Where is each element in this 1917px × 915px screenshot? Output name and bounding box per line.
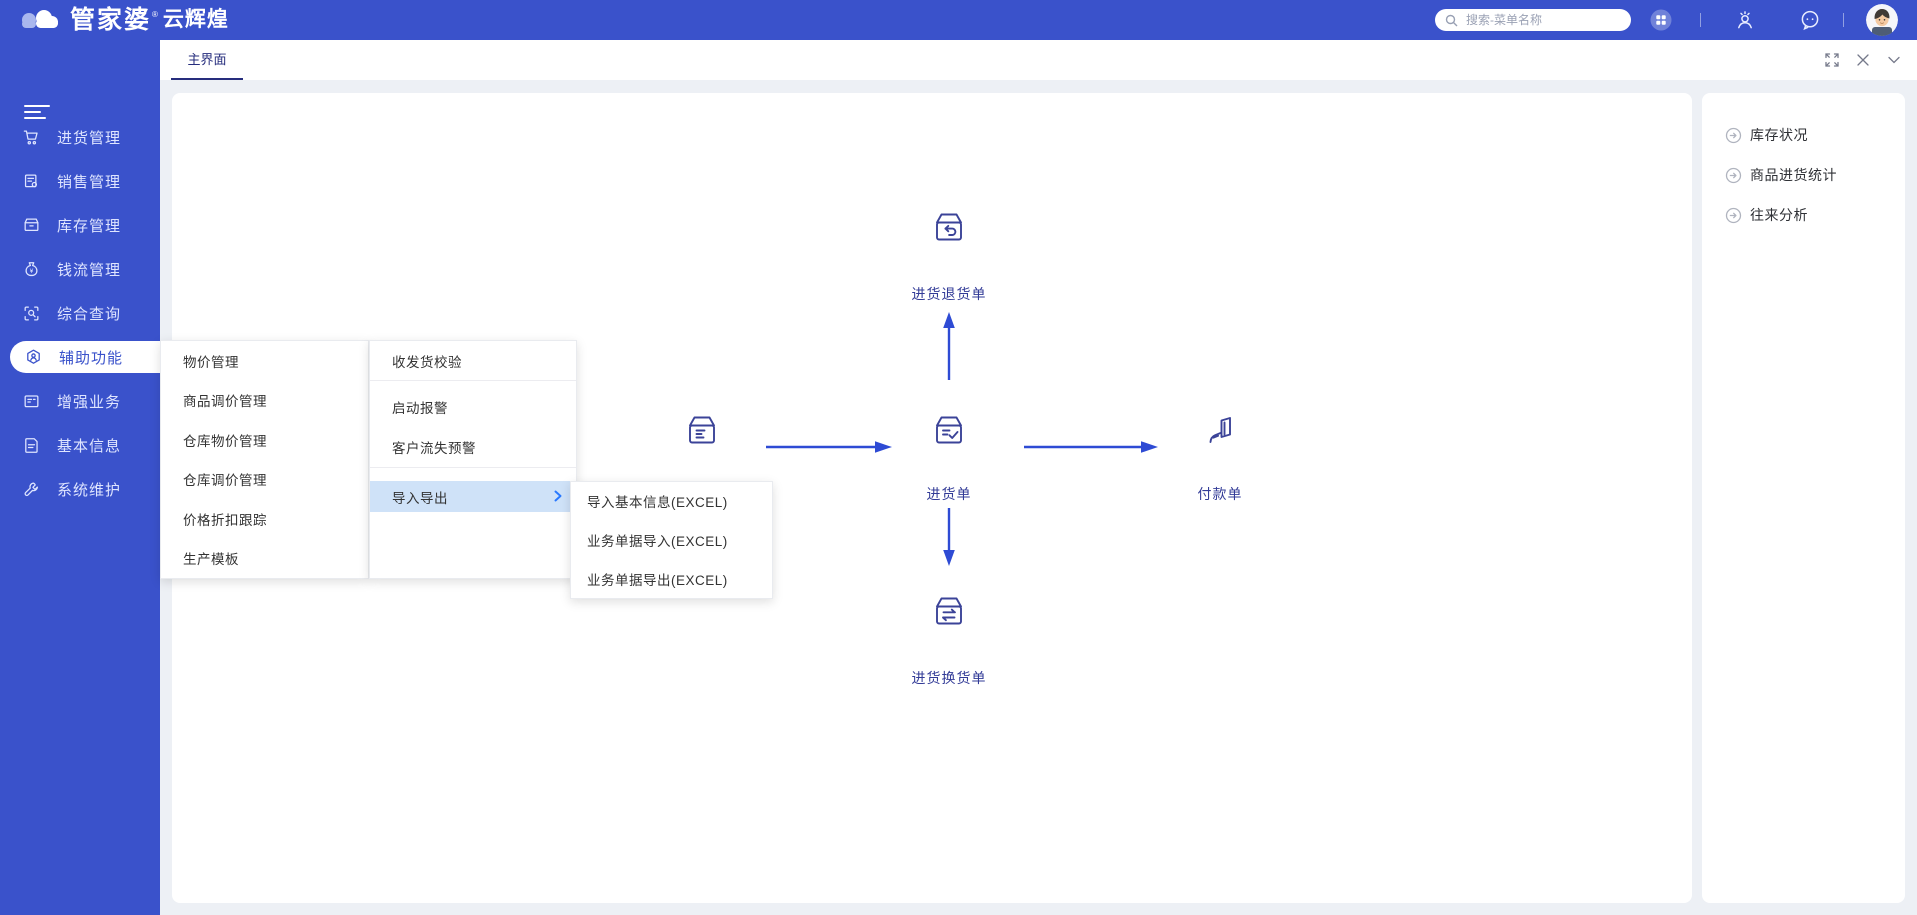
moneybag-icon: ¥ xyxy=(25,261,38,276)
sidebar-item-label: 综合查询 xyxy=(57,305,122,323)
search-scan-icon xyxy=(24,306,39,320)
sidebar-item-comprehensive-query[interactable]: 综合查询 xyxy=(0,291,160,335)
app-logo: 管家婆® 云辉煌 xyxy=(18,5,229,35)
report-link-label: 库存状况 xyxy=(1750,127,1808,143)
sidebar-item-label: 增强业务 xyxy=(57,393,122,411)
sidebar-item-enhanced-business[interactable]: 增强业务 xyxy=(0,379,160,423)
purchase-return-label[interactable]: 进货退货单 xyxy=(911,286,987,302)
sidebar-item-label: 基本信息 xyxy=(57,437,122,455)
sidebar-item-label: 进货管理 xyxy=(57,129,122,147)
tab-controls xyxy=(1825,40,1901,80)
purchase-order-label[interactable]: 进货单 xyxy=(926,486,972,502)
sidebar-item-sales-mgmt[interactable]: 销售管理 xyxy=(0,159,160,203)
menu-item-price-mgmt[interactable]: 物价管理 xyxy=(183,354,239,370)
menu-search-box[interactable] xyxy=(1435,9,1631,31)
report-link-contacts-analysis[interactable]: 往来分析 xyxy=(1702,195,1905,235)
cart-icon xyxy=(23,130,38,144)
quick-reports-panel: 库存状况 商品进货统计 往来分析 xyxy=(1702,93,1905,903)
report-link-label: 商品进货统计 xyxy=(1750,167,1837,183)
arrow-up xyxy=(943,312,955,380)
menu-item-label: 导入导出 xyxy=(392,490,448,506)
sidebar-item-label: 钱流管理 xyxy=(57,261,122,279)
arrow-down xyxy=(943,508,955,566)
menu-item-startup-alarm[interactable]: 启动报警 xyxy=(392,401,448,416)
sidebar-item-cashflow-mgmt[interactable]: ¥ 钱流管理 xyxy=(0,247,160,291)
apps-grid-icon[interactable] xyxy=(1650,9,1672,31)
report-link-goods-purchase-stats[interactable]: 商品进货统计 xyxy=(1702,155,1905,195)
svg-text:¥: ¥ xyxy=(30,267,34,274)
circle-arrow-icon xyxy=(1725,167,1742,183)
purchase-exchange-label[interactable]: 进货换货单 xyxy=(911,670,987,686)
payment-order-label[interactable]: 付款单 xyxy=(1197,486,1243,502)
submenu-level1: 物价管理 商品调价管理 仓库物价管理 仓库调价管理 价格折扣跟踪 生产模板 xyxy=(160,340,369,579)
menu-item-warehouse-price-mgmt[interactable]: 仓库物价管理 xyxy=(183,433,267,449)
menu-item-import-business-docs-excel[interactable]: 业务单据导入(EXCEL) xyxy=(587,534,728,549)
top-header-bar: 管家婆® 云辉煌 xyxy=(0,0,1917,40)
cloud-logo-icon xyxy=(22,10,58,28)
header-divider xyxy=(1843,13,1844,27)
chevron-down-icon[interactable] xyxy=(1887,53,1901,67)
order-node-icon[interactable] xyxy=(682,411,722,451)
expand-icon[interactable] xyxy=(1825,53,1839,67)
circle-arrow-icon xyxy=(1725,207,1742,223)
sidebar-nav: 进货管理 销售管理 库存管理 ¥ 钱流管理 综 xyxy=(0,115,160,511)
collapse-menu-icon[interactable] xyxy=(24,104,50,120)
sidebar-item-label: 销售管理 xyxy=(57,173,122,191)
brand-suffix: 云辉煌 xyxy=(162,8,229,31)
sidebar-item-inventory-mgmt[interactable]: 库存管理 xyxy=(0,203,160,247)
message-icon[interactable] xyxy=(1799,9,1821,31)
tab-main-interface[interactable]: 主界面 xyxy=(171,40,243,80)
menu-item-import-basic-info-excel[interactable]: 导入基本信息(EXCEL) xyxy=(587,495,728,511)
sidebar-item-label: 辅助功能 xyxy=(59,349,124,367)
registered-mark: ® xyxy=(152,9,158,19)
circle-arrow-icon xyxy=(1725,127,1742,143)
menu-item-receiving-check[interactable]: 收发货校验 xyxy=(370,341,576,381)
menu-item-goods-price-adjust[interactable]: 商品调价管理 xyxy=(183,394,267,410)
box-icon xyxy=(24,218,39,231)
submenu-level3: 导入基本信息(EXCEL) 业务单据导入(EXCEL) 业务单据导出(EXCEL… xyxy=(570,481,773,599)
menu-item-export-business-docs-excel[interactable]: 业务单据导出(EXCEL) xyxy=(587,572,728,588)
menu-item-price-discount-tracking[interactable]: 价格折扣跟踪 xyxy=(183,512,267,528)
menu-item-warehouse-price-adjust[interactable]: 仓库调价管理 xyxy=(183,473,267,489)
customer-service-icon[interactable] xyxy=(1734,9,1756,31)
sidebar-item-label: 系统维护 xyxy=(57,481,122,499)
payment-node-icon[interactable] xyxy=(1200,411,1240,451)
purchase-exchange-node-icon[interactable] xyxy=(929,592,969,632)
sidebar-item-auxiliary-functions[interactable]: 辅助功能 xyxy=(10,341,160,373)
sidebar-item-purchase-mgmt[interactable]: 进货管理 xyxy=(0,115,160,159)
menu-item-customer-churn-warning[interactable]: 客户流失预警 xyxy=(392,441,476,456)
header-divider xyxy=(1700,13,1701,27)
search-input[interactable] xyxy=(1464,12,1618,28)
menu-item-production-template[interactable]: 生产模板 xyxy=(183,552,239,568)
menu-item-import-export[interactable]: 导入导出 xyxy=(370,481,576,512)
sidebar-item-system-maintenance[interactable]: 系统维护 xyxy=(0,467,160,511)
wrench-icon xyxy=(24,482,38,496)
arrow-right xyxy=(1024,441,1158,453)
tab-bar: 主界面 xyxy=(160,40,1917,80)
receipt-icon xyxy=(24,174,38,187)
arrow-right xyxy=(766,441,892,453)
chevron-right-icon xyxy=(554,490,562,502)
search-icon xyxy=(1445,14,1458,26)
sidebar-item-label: 库存管理 xyxy=(57,217,122,235)
brand-name: 管家婆 xyxy=(70,6,152,34)
document-icon xyxy=(25,437,38,453)
close-icon[interactable] xyxy=(1856,53,1870,67)
purchase-return-node-icon[interactable] xyxy=(929,208,969,248)
purchase-order-node-icon[interactable] xyxy=(929,411,969,451)
user-avatar[interactable] xyxy=(1866,4,1898,36)
report-link-label: 往来分析 xyxy=(1750,207,1808,223)
report-link-inventory-status[interactable]: 库存状况 xyxy=(1702,115,1905,155)
menu-divider xyxy=(370,467,576,468)
card-icon xyxy=(24,394,39,407)
sidebar-item-basic-info[interactable]: 基本信息 xyxy=(0,423,160,467)
submenu-level2: 收发货校验 启动报警 客户流失预警 导入导出 xyxy=(369,340,577,579)
left-sidebar: 进货管理 销售管理 库存管理 ¥ 钱流管理 综 xyxy=(0,40,160,915)
hexagon-person-icon xyxy=(27,349,40,364)
